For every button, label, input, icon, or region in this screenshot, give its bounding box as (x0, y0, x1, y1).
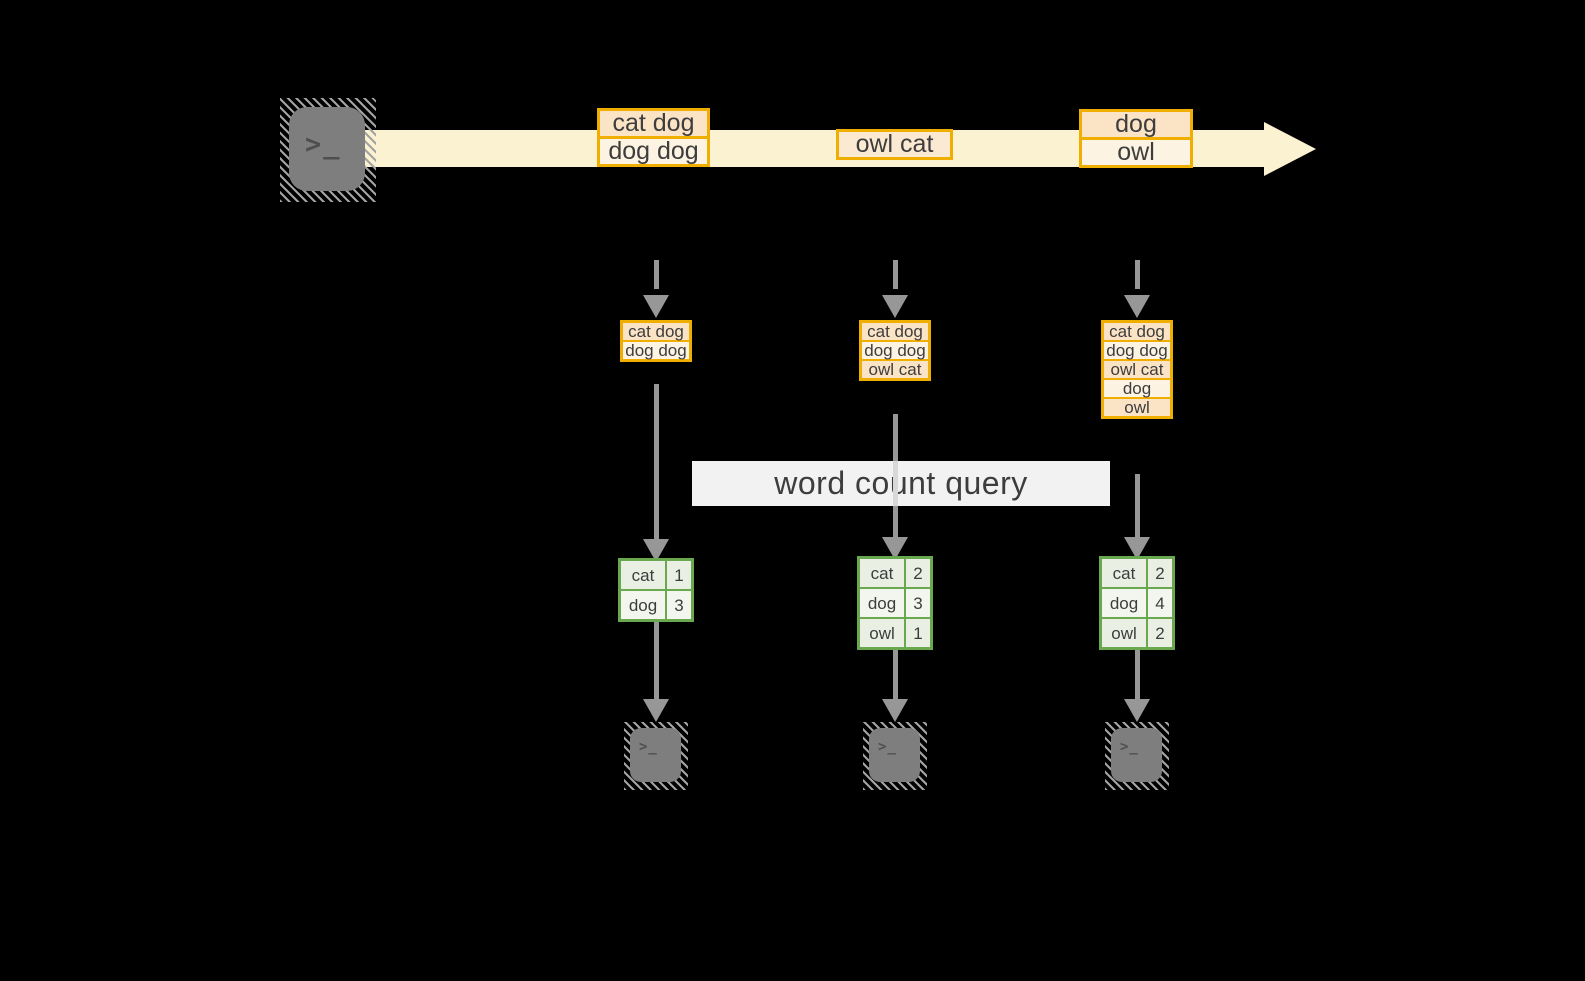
state-record: owl cat (1104, 361, 1170, 378)
count-value: 3 (906, 589, 930, 617)
state-box-2: cat dog dog dog owl cat (859, 320, 931, 381)
terminal-icon: >_ (1111, 728, 1162, 782)
count-word: cat (860, 559, 904, 587)
stream-source-terminal: >_ (280, 98, 376, 202)
count-value: 4 (1148, 589, 1172, 617)
stream-arrowhead-icon (1264, 122, 1316, 176)
connector-line (1135, 650, 1140, 702)
state-record: owl (1104, 399, 1170, 416)
count-word: dog (860, 589, 904, 617)
count-value: 1 (667, 561, 691, 589)
count-word: dog (621, 591, 665, 619)
batch-record: owl (1082, 140, 1190, 165)
sink-terminal-3: >_ (1105, 722, 1169, 790)
state-box-1: cat dog dog dog (620, 320, 692, 362)
terminal-prompt-glyph: >_ (305, 129, 342, 160)
terminal-icon: >_ (630, 728, 681, 782)
terminal-icon: >_ (289, 107, 365, 191)
count-table-3: cat 2 dog 4 owl 2 (1099, 556, 1175, 650)
down-arrowhead-icon (882, 699, 908, 722)
down-arrowhead-icon (1124, 295, 1150, 318)
sink-terminal-2: >_ (863, 722, 927, 790)
connector-line (654, 384, 659, 541)
connector-line (893, 650, 898, 702)
count-value: 1 (906, 619, 930, 647)
count-word: owl (1102, 619, 1146, 647)
state-record: dog (1104, 380, 1170, 397)
batch-record: dog (1082, 112, 1190, 137)
state-record: cat dog (623, 323, 689, 340)
sink-terminal-1: >_ (624, 722, 688, 790)
stream-batch-3: dog owl (1079, 109, 1193, 168)
down-arrowhead-icon (882, 295, 908, 318)
batch-record: dog dog (600, 139, 707, 164)
count-value: 2 (1148, 559, 1172, 587)
state-box-3: cat dog dog dog owl cat dog owl (1101, 320, 1173, 419)
terminal-prompt-glyph: >_ (1120, 739, 1139, 755)
terminal-prompt-glyph: >_ (639, 739, 658, 755)
count-table-2: cat 2 dog 3 owl 1 (857, 556, 933, 650)
stream-batch-1: cat dog dog dog (597, 108, 710, 167)
terminal-prompt-glyph: >_ (878, 739, 897, 755)
down-arrowhead-icon (643, 295, 669, 318)
count-value: 3 (667, 591, 691, 619)
count-word: cat (1102, 559, 1146, 587)
query-label-banner: word count query (692, 461, 1110, 506)
dashed-connector (1135, 260, 1140, 289)
down-arrowhead-icon (643, 699, 669, 722)
state-record: owl cat (862, 361, 928, 378)
connector-line (654, 622, 659, 702)
connector-line-through-banner (893, 461, 898, 506)
count-value: 2 (1148, 619, 1172, 647)
dashed-connector (893, 260, 898, 289)
down-arrowhead-icon (882, 537, 908, 560)
down-arrowhead-icon (1124, 699, 1150, 722)
count-table-1: cat 1 dog 3 (618, 558, 694, 622)
down-arrowhead-icon (1124, 537, 1150, 560)
terminal-icon: >_ (869, 728, 920, 782)
dashed-connector (654, 260, 659, 289)
state-record: dog dog (1104, 342, 1170, 359)
count-value: 2 (906, 559, 930, 587)
stream-batch-2: owl cat (836, 129, 953, 160)
batch-record: owl cat (839, 132, 950, 157)
state-record: dog dog (623, 342, 689, 359)
state-record: cat dog (862, 323, 928, 340)
count-word: dog (1102, 589, 1146, 617)
state-record: cat dog (1104, 323, 1170, 340)
connector-line (1135, 474, 1140, 539)
count-word: owl (860, 619, 904, 647)
down-arrowhead-icon (643, 539, 669, 562)
count-word: cat (621, 561, 665, 589)
batch-record: cat dog (600, 111, 707, 136)
state-record: dog dog (862, 342, 928, 359)
